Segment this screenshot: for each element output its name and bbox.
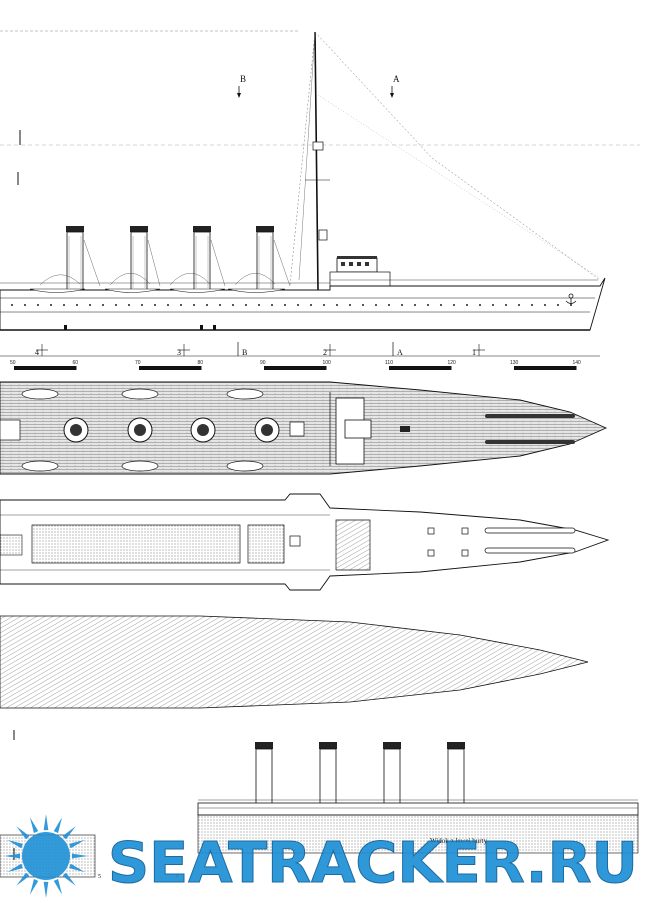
frame-mark-2: 2 xyxy=(323,348,327,357)
view-caption: Widok z lewej burty xyxy=(430,837,488,845)
lower-deck-plan xyxy=(0,493,610,591)
small-mark-5: 5 xyxy=(98,874,101,880)
funnels-side xyxy=(66,226,274,291)
sun-logo-icon xyxy=(4,814,88,898)
scale-number: 80 xyxy=(198,360,204,366)
scale-block xyxy=(139,366,202,370)
portholes xyxy=(11,304,572,306)
scale-number: 90 xyxy=(260,360,266,366)
frame-mark-3: 3 xyxy=(177,348,181,357)
scale-number: 100 xyxy=(323,360,332,366)
svg-text:B: B xyxy=(242,348,247,357)
scale-numbers: 50 60 70 80 90 100 110 120 130 140 xyxy=(10,360,581,366)
deck-plan xyxy=(0,381,608,475)
svg-text:B: B xyxy=(240,74,246,84)
scale-number: 130 xyxy=(510,360,519,366)
svg-text:A: A xyxy=(397,348,403,357)
scale-number: 60 xyxy=(73,360,79,366)
foremast xyxy=(289,31,601,291)
side-elevation xyxy=(0,30,640,331)
bridge xyxy=(329,256,391,287)
scale-block xyxy=(264,366,327,370)
scale-number: 70 xyxy=(135,360,141,366)
frame-mark-4: 4 xyxy=(35,348,39,357)
left-side-view: Widok z lewej burty xyxy=(197,742,639,854)
svg-text:A: A xyxy=(393,74,400,84)
section-marker-a-scale: A xyxy=(392,342,403,357)
scale-block xyxy=(514,366,577,370)
watermark-text: SEATRACKER.RU xyxy=(108,831,638,896)
scale-number: 120 xyxy=(448,360,457,366)
scale-blocks xyxy=(14,366,577,370)
frame-scale: 50 60 70 80 90 100 110 120 130 140 4 3 2 1 B A xyxy=(0,342,600,370)
funnels-top xyxy=(63,417,280,443)
frame-mark-1: 1 xyxy=(472,348,476,357)
scale-number: 140 xyxy=(573,360,582,366)
watermark: SEATRACKER.RU xyxy=(4,814,639,898)
section-marker-b-top: B xyxy=(237,74,246,98)
hull-side xyxy=(0,277,606,331)
section-marker-a-top: A xyxy=(390,74,400,98)
small-mark-6: 6 xyxy=(176,874,179,880)
hull-plan xyxy=(0,615,589,709)
scale-number: 50 xyxy=(10,360,16,366)
scale-block xyxy=(14,366,77,370)
section-marker-b-scale: B xyxy=(237,342,247,357)
scale-block xyxy=(389,366,452,370)
scale-number: 110 xyxy=(385,360,393,366)
